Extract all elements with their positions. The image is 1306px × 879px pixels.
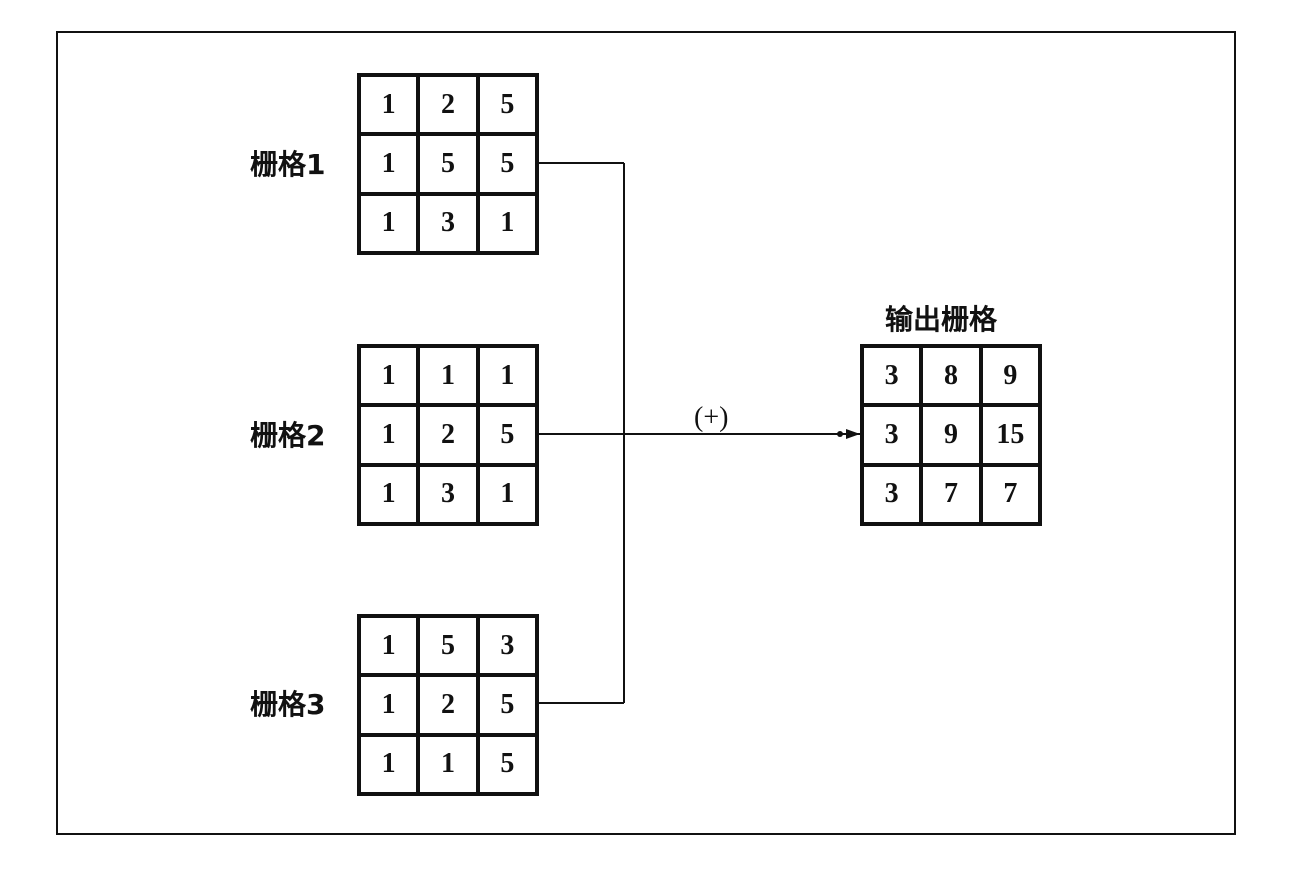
diagram-frame [56, 31, 1236, 835]
grid-3-label: 栅格3 [250, 688, 326, 721]
grid-2-cell: 1 [361, 407, 417, 463]
output-grid-cell: 8 [923, 348, 979, 404]
grid-3-cell: 5 [479, 736, 535, 792]
grid-3-cell: 5 [420, 618, 476, 674]
grid-1-cell: 5 [420, 136, 476, 192]
grid-3: 1 5 3 1 2 5 1 1 5 [357, 614, 539, 796]
grid-3-cell: 3 [479, 618, 535, 674]
output-grid-cell: 3 [864, 407, 920, 463]
grid-1-cell: 3 [420, 195, 476, 251]
output-grid-cell: 3 [864, 466, 920, 522]
grid-2-cell: 1 [420, 348, 476, 404]
output-grid-cell: 15 [982, 407, 1038, 463]
output-grid: 3 8 9 3 9 15 3 7 7 [860, 344, 1042, 526]
grid-1-cell: 5 [479, 77, 535, 133]
grid-2: 1 1 1 1 2 5 1 3 1 [357, 344, 539, 526]
grid-1-cell: 1 [361, 195, 417, 251]
output-grid-label: 输出栅格 [885, 303, 998, 336]
grid-3-cell: 2 [420, 677, 476, 733]
output-grid-cell: 9 [923, 407, 979, 463]
grid-2-cell: 3 [420, 466, 476, 522]
grid-2-label: 栅格2 [250, 419, 326, 452]
grid-2-cell: 1 [479, 348, 535, 404]
grid-3-cell: 1 [420, 736, 476, 792]
output-grid-cell: 7 [982, 466, 1038, 522]
grid-3-cell: 5 [479, 677, 535, 733]
grid-2-cell: 1 [361, 348, 417, 404]
grid-1-cell: 2 [420, 77, 476, 133]
grid-2-cell: 1 [479, 466, 535, 522]
grid-1-label: 栅格1 [250, 148, 326, 181]
grid-1-cell: 1 [361, 77, 417, 133]
grid-1: 1 2 5 1 5 5 1 3 1 [357, 73, 539, 255]
grid-3-cell: 1 [361, 618, 417, 674]
grid-2-cell: 2 [420, 407, 476, 463]
grid-1-cell: 1 [361, 136, 417, 192]
grid-2-cell: 5 [479, 407, 535, 463]
operation-label: (+) [694, 402, 729, 433]
grid-2-cell: 1 [361, 466, 417, 522]
output-grid-cell: 7 [923, 466, 979, 522]
output-grid-cell: 3 [864, 348, 920, 404]
output-grid-cell: 9 [982, 348, 1038, 404]
grid-3-cell: 1 [361, 677, 417, 733]
grid-3-cell: 1 [361, 736, 417, 792]
grid-1-cell: 1 [479, 195, 535, 251]
grid-1-cell: 5 [479, 136, 535, 192]
